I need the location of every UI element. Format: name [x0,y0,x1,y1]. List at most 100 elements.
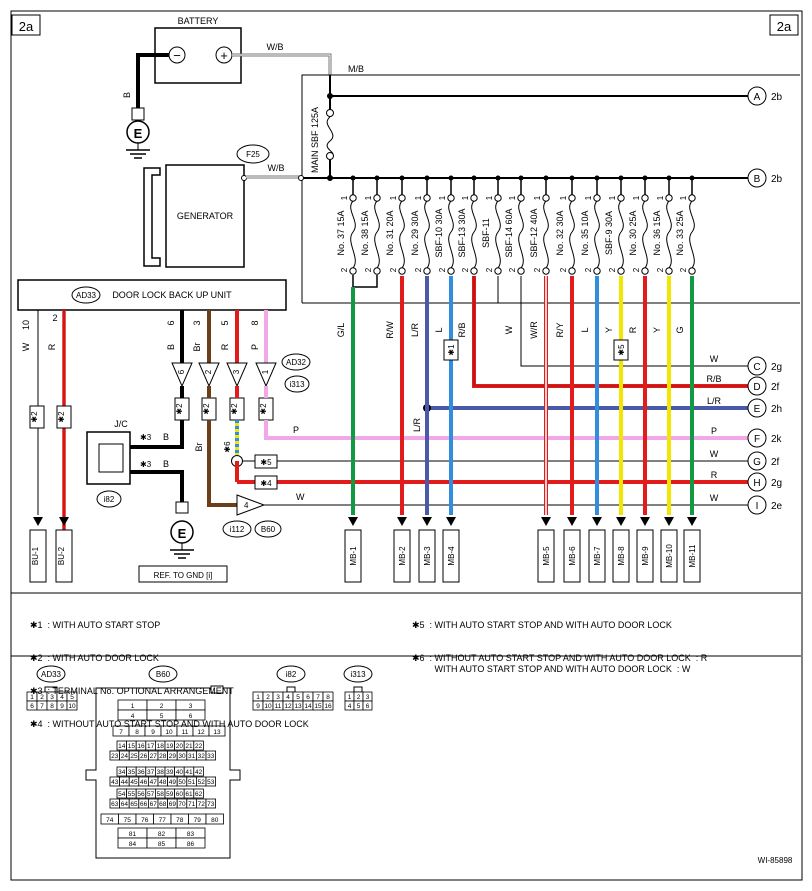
figure-id: WI-85898 [758,856,793,865]
mb-wire-color: L/R [410,323,420,338]
output-letter: B [754,174,761,185]
mb-connector-label: MB-4 [447,546,456,566]
output-wire: R/B [706,374,721,384]
svg-text:P: P [293,425,299,435]
mb-wires: G/LMB-1R/WMB-2L/RMB-3L✱1MB-4W/RMB-5R/YMB… [336,276,701,583]
b60-pin: 57 [147,791,155,798]
ad33-view-label: AD33 [41,670,62,679]
b60-pin: 42 [195,769,203,776]
b60-pin: 45 [130,779,138,786]
svg-text:B: B [163,459,169,469]
svg-text:W: W [296,492,305,502]
fuse-pin-bottom: 2 [461,267,470,272]
b60-pin: 40 [176,769,184,776]
legend-left: ✱1 : WITH AUTO START STOP ✱2 : WITH AUTO… [30,598,309,741]
b60-pin: 24 [121,753,129,760]
b60-pin: 51 [188,779,196,786]
fuse-pin-bottom: 2 [584,267,593,272]
i82-pin: 2 [266,694,270,701]
b60-pin: 4 [131,713,135,720]
rb-wire-label: R/B [457,322,467,337]
output-wire: W [710,449,719,459]
output-letter: H [753,478,760,489]
svg-text:✱2: ✱2 [30,411,39,423]
output-letter: I [756,501,759,512]
i313-pin: 1 [348,694,352,701]
mb-wire-color: W/R [529,321,539,339]
fuse-pin-bottom: 2 [508,267,517,272]
fuse-pin-bottom: 2 [364,267,373,272]
b60-pin: 84 [129,841,137,848]
svg-text:Br: Br [192,342,202,351]
b60-pin: 68 [159,801,167,808]
b60-pin: 86 [187,841,195,848]
svg-text:3: 3 [192,320,202,325]
legend-note-6: ✱6 : WITHOUT AUTO START STOP AND WITH AU… [412,653,708,674]
page-label-right: 2a [777,19,792,34]
fuse-label: No. 33 25A [675,210,685,255]
main-sbf-label: MAIN SBF 125A [310,107,320,173]
b60-pin: 19 [166,743,174,750]
page-label-left: 2a [19,19,34,34]
svg-text:BU-1: BU-1 [31,546,40,565]
svg-text:BU-2: BU-2 [57,546,66,565]
mb-wire-11: GMB-11 [675,276,701,583]
i82-pin: 10 [264,703,272,710]
i82-pin: 12 [284,703,292,710]
mb-connector-label: MB-1 [349,546,358,566]
i313-pin: 4 [348,703,352,710]
mb-connector-label: MB-8 [617,546,626,566]
ad32-connector: 6 2 3 1 [171,362,277,388]
svg-text:6: 6 [166,320,176,325]
output-letter: D [753,382,760,393]
fuse-pin-top: 1 [485,195,494,200]
fuse-pin-top: 1 [508,195,517,200]
ground-label: E [178,526,187,541]
output-page: 2b [771,92,783,103]
output-letter: A [754,92,761,103]
svg-text:B: B [166,344,176,350]
b60-pin: 32 [198,753,206,760]
b60-pin: 2 [160,703,164,710]
b60-pin: 10 [165,729,173,736]
output-page: 2e [771,501,783,512]
i313-pin: 5 [357,703,361,710]
svg-text:1: 1 [261,369,270,374]
ad33-pin: 2 [40,694,44,701]
b60-pin: 65 [130,801,138,808]
b60-pin: 28 [159,753,167,760]
b60-pin: 55 [128,791,136,798]
b60-pin: 66 [140,801,148,808]
i313-pin: 6 [366,703,370,710]
legend-note-5: ✱5 : WITH AUTO START STOP AND WITH AUTO … [412,620,672,630]
fuse-pin-top: 1 [414,195,423,200]
i82-pin: 6 [306,694,310,701]
fuse-pin-bottom: 2 [632,267,641,272]
b60-pin: 74 [106,817,114,824]
mb-wire-10: YMB-10 [652,276,678,583]
svg-text:L/R: L/R [412,418,422,433]
i82-pin: 8 [326,694,330,701]
svg-text:✱2: ✱2 [57,411,66,423]
b60-pin: 41 [185,769,193,776]
ad32-label: AD32 [286,358,307,367]
svg-text:10: 10 [21,320,31,330]
svg-text:J/C: J/C [114,419,128,429]
b60-pin: 26 [140,753,148,760]
fuse-label: No. 36 15A [652,210,662,255]
fuse-pin-top: 1 [438,195,447,200]
b60-pin: 5 [160,713,164,720]
mb-connector-label: MB-9 [641,546,650,566]
b60-pin: 25 [130,753,138,760]
note-6-marker: ✱6 [223,441,232,453]
b60-pin: 43 [111,779,119,786]
battery: BATTERY − + [154,16,242,84]
b60-pin: 71 [188,801,196,808]
